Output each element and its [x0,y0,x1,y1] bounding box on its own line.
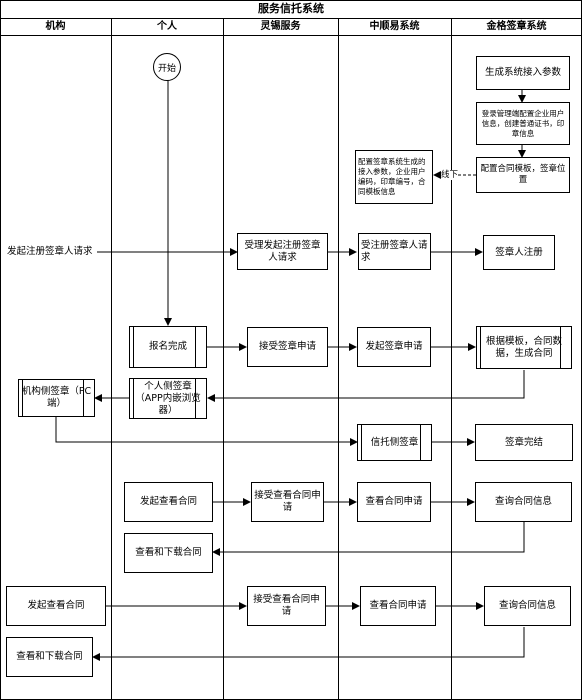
edge-iquery-to-download [92,627,525,661]
config-note: 配置签章系统生成的接入参数，企业用户编码，印章编号，合同模板信息 [355,150,433,204]
edge-pquery-to-download [212,521,525,556]
ls-accept-sign-node: 接受签章申请 [247,327,328,367]
lane-header-institution: 机构 [45,21,66,32]
personal-enroll-node: 报名完成 [129,326,207,368]
ls-accept-register-node: 受理发起注册签章人请求 [237,233,328,270]
jg-query-node: 查询合同信息 [475,482,572,522]
zsy-view-node: 查看合同申请 [360,586,436,626]
ls-accept-view-node: 接受查看合同申请 [251,482,324,522]
start-node: 开始 [153,53,181,81]
inst-sign-node: 机构侧签章（PC端） [18,379,95,417]
inst-download-node: 查看和下载合同 [6,637,93,677]
inst-register-node: 发起注册签章人请求 [5,233,97,270]
personal-download-node: 查看和下载合同 [124,533,213,573]
personal-view-node: 发起查看合同 [124,482,213,522]
trust-sign-node: 信托侧签章 [357,424,432,461]
jg-register-node: 签章人注册 [483,235,555,270]
lane-header-lingxi: 灵锡服务 [260,21,301,32]
edge-contract-to-personal [207,370,525,402]
ls-accept-view-node: 接受查看合同申请 [247,586,326,626]
jg-query-node: 查询合同信息 [484,586,571,626]
jg-gen-contract-node: 根据模板，合同数据，生成合同 [476,326,572,369]
edge-inst-to-trust [55,417,358,446]
gen-params-node: 生成系统接入参数 [476,56,570,90]
zsy-register-node: 受注册签章人请求 [358,233,431,270]
diagram-title: 服务信托系统 [258,2,324,15]
offline-label: 线下 [441,170,459,180]
zsy-view-node: 查看合同申请 [357,482,431,522]
lane-header-zhongshunyi: 中顺易系统 [369,21,420,32]
sign-done-node: 签章完结 [475,424,573,461]
admin-config-node: 登录管理端配置企业用户信息，创建普通证书，印章信息 [476,102,570,145]
config-template-node: 配置合同模板，签章位置 [476,157,570,193]
lane-header-jinge: 金格签章系统 [486,21,547,32]
personal-sign-node: 个人侧签章（APP内嵌浏览器） [129,378,207,419]
inst-view-node: 发起查看合同 [6,586,106,626]
lane-header-personal: 个人 [157,21,177,32]
zsy-sign-node: 发起签章申请 [357,327,431,367]
